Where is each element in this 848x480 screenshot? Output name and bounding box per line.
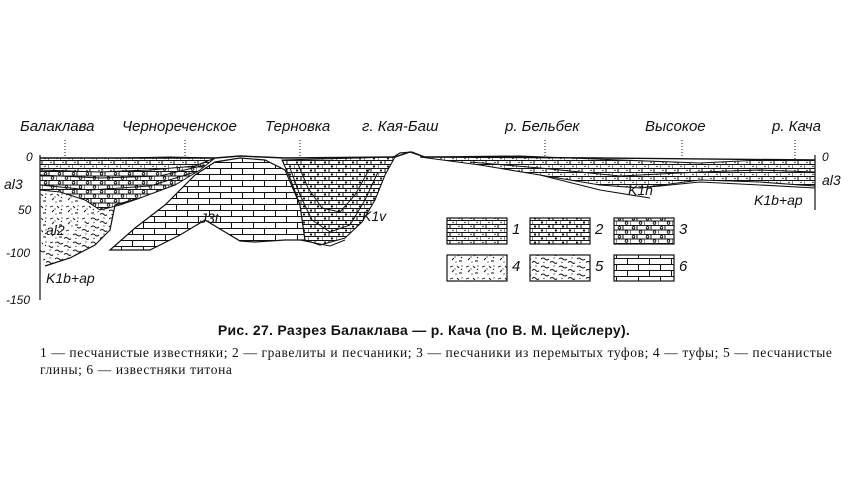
unit-right-monocline: [419, 155, 816, 189]
right-depth-label-0: 0: [822, 150, 829, 164]
legend-number-6: 6: [679, 258, 688, 275]
depth-label-150: -150: [6, 293, 31, 307]
legend-number-1: 1: [512, 221, 521, 238]
figure-caption-legend: 1 — песчанистые известняки; 2 — гравелит…: [40, 345, 833, 377]
legend-number-4: 4: [512, 258, 521, 275]
unit-ternovka-syncline: [281, 156, 396, 246]
legend-swatch-5: [529, 254, 591, 282]
label-al2: al2: [46, 222, 65, 238]
legend-swatch-2: [529, 217, 591, 245]
place-ternovka: Терновка: [265, 118, 331, 135]
label-k1b-ap-right: K1b+ap: [754, 192, 803, 208]
place-kacha-river: р. Кача: [772, 118, 821, 135]
figure-caption-title: Рис. 27. Разрез Балаклава — р. Кача (по …: [217, 322, 631, 338]
place-vysokoe: Высокое: [645, 118, 706, 135]
label-k1b-ap-left: K1b+ap: [46, 270, 95, 286]
legend-swatch-3: [613, 217, 675, 245]
legend-number-5: 5: [595, 258, 604, 275]
legend-swatch-4: [446, 254, 508, 282]
unit-tuffs-left: [40, 190, 100, 250]
label-al3-left: al3: [4, 176, 23, 192]
depth-label-50: 50: [18, 203, 32, 217]
ground-surface: [40, 151, 816, 161]
unit-sandy-clays-left: [40, 205, 115, 266]
legend-number-3: 3: [679, 221, 688, 238]
place-chernorechenskoe: Черноречен­ское: [122, 118, 237, 135]
legend-swatch-1: [446, 217, 508, 245]
depth-label-0: 0: [26, 150, 33, 164]
legend-number-2: 2: [595, 221, 604, 238]
geological-cross-section: [39, 140, 816, 300]
place-belbek-river: р. Бельбек: [505, 118, 580, 135]
place-balaklava: Балаклава: [20, 118, 95, 135]
label-k1h: K1h: [628, 182, 653, 198]
depth-label-100: -100: [6, 246, 31, 260]
legend-swatch-6: [613, 254, 675, 282]
label-j3t: J3t: [200, 210, 219, 226]
place-kaya-bash: г. Кая-Баш: [362, 118, 439, 135]
label-al3-right: al3: [822, 172, 841, 188]
label-k1v: K1v: [362, 208, 387, 224]
